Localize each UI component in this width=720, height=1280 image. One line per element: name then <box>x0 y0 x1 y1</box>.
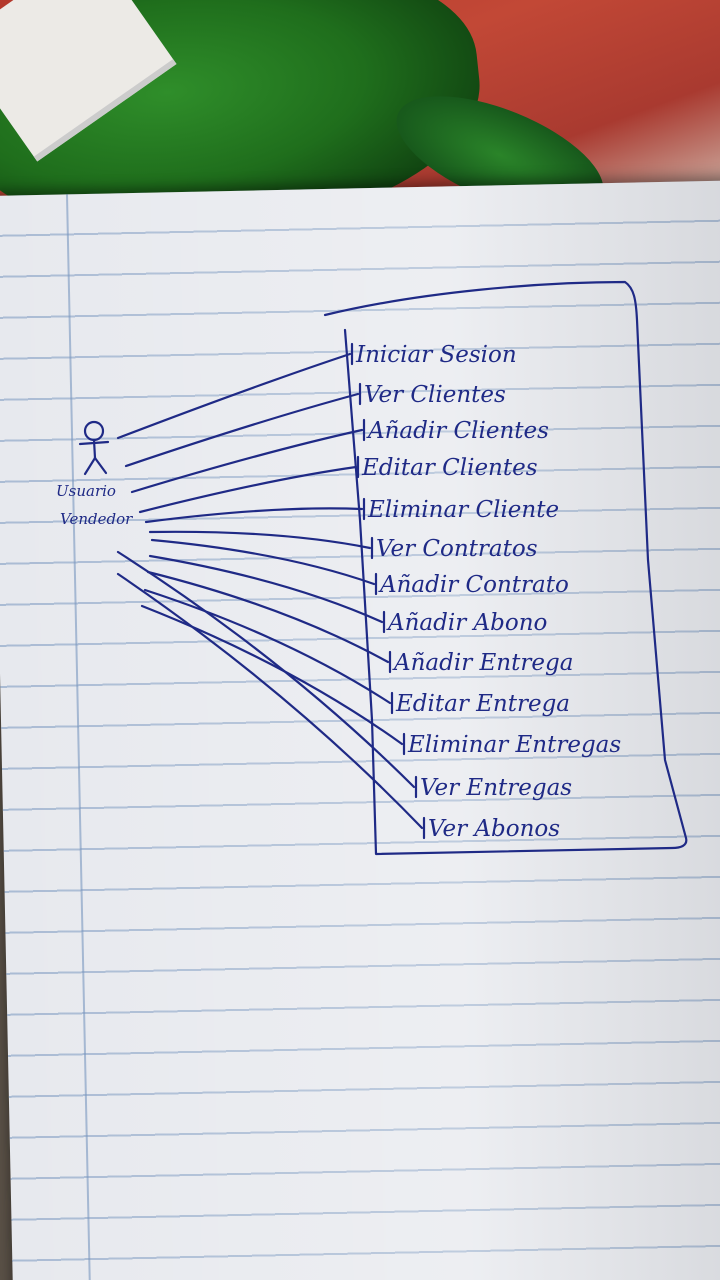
use-case-8: Añadir Abono <box>386 610 547 636</box>
use-case-6: Ver Contratos <box>376 536 538 562</box>
use-case-12: Ver Entregas <box>420 775 572 801</box>
association-lines <box>116 352 424 830</box>
association-line-5 <box>144 507 364 524</box>
association-line-7 <box>150 538 376 586</box>
use-case-2: Ver Clientes <box>364 382 506 408</box>
association-line-13 <box>116 572 424 830</box>
use-case-11: Eliminar Entregas <box>407 732 621 758</box>
use-case-3: Añadir Clientes <box>366 418 549 444</box>
association-line-6 <box>148 530 372 550</box>
use-case-10: Editar Entrega <box>395 691 570 717</box>
use-case-1: Iniciar Sesion <box>355 342 517 368</box>
association-line-3 <box>130 428 364 494</box>
association-line-11 <box>140 604 404 746</box>
actor-label-line1: Usuario <box>56 482 116 500</box>
use-case-13: Ver Abonos <box>428 816 560 842</box>
actor-stick-figure <box>78 420 110 476</box>
association-line-9 <box>146 570 390 664</box>
actor-label-line2: Vendedor <box>60 510 133 528</box>
use-case-7: Añadir Contrato <box>378 572 569 598</box>
use-case-9: Añadir Entrega <box>392 650 573 676</box>
association-line-2 <box>124 392 360 468</box>
association-line-1 <box>116 352 352 440</box>
association-line-10 <box>143 588 392 705</box>
use-case-4: Editar Clientes <box>361 455 538 481</box>
association-line-12 <box>116 550 416 789</box>
association-line-8 <box>148 554 384 624</box>
association-line-4 <box>138 465 358 514</box>
system-boundary <box>323 280 688 856</box>
use-case-ticks <box>350 342 426 840</box>
use-case-5: Eliminar Cliente <box>367 497 559 523</box>
